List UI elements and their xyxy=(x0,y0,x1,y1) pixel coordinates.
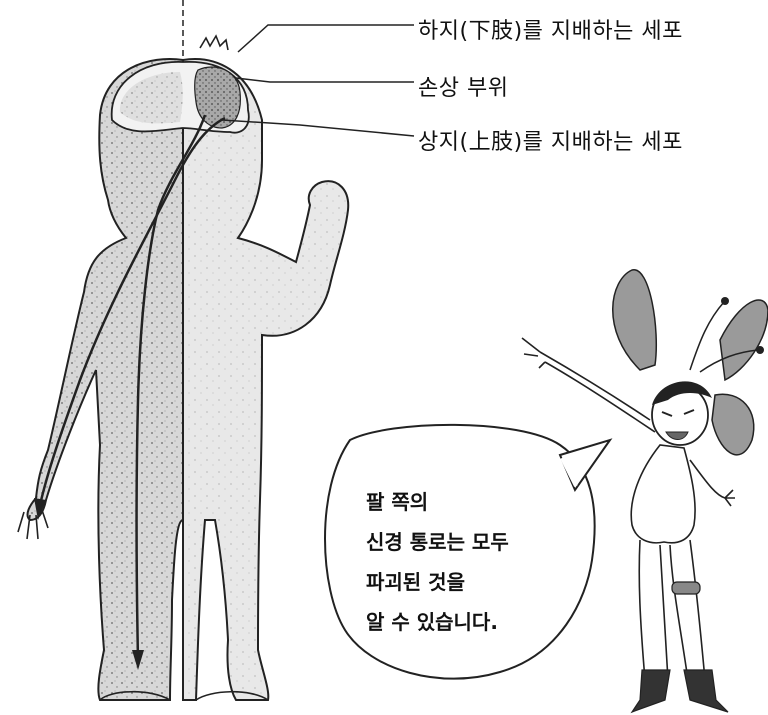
fairy-antenna-2 xyxy=(699,349,759,373)
damaged-region xyxy=(194,66,241,129)
speech-line-4: 알 수 있습니다. xyxy=(366,610,498,634)
left-foot xyxy=(99,690,171,701)
fairy-body xyxy=(630,444,696,544)
lower-limb-nerve-tract xyxy=(135,114,207,661)
fairy-wing-left xyxy=(612,269,658,371)
speech-bubble-tail-cover xyxy=(560,457,578,487)
speech-line-1: 팔 쪽의 xyxy=(366,490,429,514)
label-damaged-area: 손상 부위 xyxy=(418,76,509,101)
speech-line-3: 파괴된 것을 xyxy=(366,570,465,594)
human-figure xyxy=(17,0,350,701)
lower-limb-arrow xyxy=(132,650,144,670)
upper-limb-nerve-tract xyxy=(38,116,226,506)
fairy-mouth xyxy=(665,431,689,440)
label-lower-limb-cells: 하지(下肢)를 지배하는 세포 xyxy=(418,19,683,44)
fairy-antenna-tip-2 xyxy=(756,346,764,354)
label-upper-limb-cells: 상지(上肢)를 지배하는 세포 xyxy=(418,130,683,155)
speech-bubble-text: 팔 쪽의 신경 통로는 모두 파괴된 것을 알 수 있습니다. xyxy=(366,482,509,642)
fairy-wing-right xyxy=(719,299,768,382)
fairy-wing-lower-right xyxy=(711,393,755,456)
fairy-eyes xyxy=(661,409,695,417)
leader-line-damaged xyxy=(235,77,414,83)
body-right-half xyxy=(182,58,350,701)
leader-line-lower-limb xyxy=(237,24,414,53)
hair-tuft xyxy=(199,34,229,51)
speech-bubble xyxy=(324,423,596,680)
fairy-character xyxy=(521,269,768,714)
leader-line-upper-limb xyxy=(221,119,415,137)
fairy-boot-right xyxy=(683,669,729,713)
fairy-pointing-arm xyxy=(539,351,656,433)
fairy-hair xyxy=(652,381,712,405)
right-foot xyxy=(195,690,269,701)
fairy-pointing-hand xyxy=(521,337,546,369)
upper-limb-arrow xyxy=(34,498,46,520)
body-left-half xyxy=(26,58,184,701)
fairy-legs xyxy=(638,539,706,681)
fairy-antenna-1 xyxy=(689,301,725,371)
speech-line-2: 신경 통로는 모두 xyxy=(366,530,509,554)
fairy-right-arm xyxy=(689,459,735,507)
brain-stipple xyxy=(119,72,183,124)
fairy-garter xyxy=(671,581,701,595)
fairy-antenna-tip-1 xyxy=(721,297,729,305)
left-hand xyxy=(17,509,49,540)
fairy-boot-left xyxy=(630,669,671,714)
